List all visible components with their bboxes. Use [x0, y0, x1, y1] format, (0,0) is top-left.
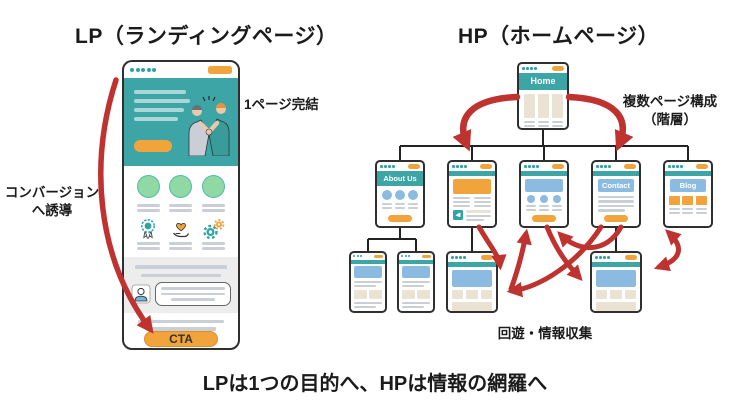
heart-hand-icon [172, 222, 190, 238]
hp-title: HP（ホームページ） [458, 25, 660, 48]
blog-lines [665, 205, 711, 214]
browser-pill [208, 66, 232, 74]
multi-page-label: 複数ページ構成 （階層） [622, 94, 718, 128]
about-circles [377, 186, 423, 200]
browser-dots-icon [130, 68, 156, 72]
browser-dots-icon [522, 67, 537, 70]
about-button [388, 215, 412, 222]
feature-circles [124, 166, 238, 202]
megaphone-icon [453, 209, 463, 220]
browse-label: 回遊・情報収集 [497, 326, 593, 341]
browse-arrow [544, 224, 583, 282]
hero-cta-pill [134, 140, 172, 152]
browse-arrow [653, 229, 682, 272]
bottom-caption: LPは1つの目的へ、HPは情報の網羅へ [202, 373, 548, 395]
page-card-blog: Blog [663, 160, 713, 228]
center-circles [521, 192, 567, 203]
home-lines [519, 118, 567, 129]
testimonial-section [124, 257, 238, 313]
subpage-card [446, 251, 498, 313]
one-page-label: 1ページ完結 [244, 97, 319, 112]
page-card-home: Home [517, 62, 569, 130]
handshake-illustration [188, 96, 230, 156]
center-button [532, 215, 556, 222]
page-title-contact: Contact [598, 178, 634, 192]
service-lines [449, 194, 495, 207]
badge-icon [141, 219, 156, 239]
contact-button [604, 215, 628, 222]
feature-lines [124, 202, 238, 212]
home-left-arrow [452, 93, 521, 152]
browse-arrow [557, 224, 624, 250]
page-card-contact: Contact [591, 160, 641, 228]
center-lines [521, 203, 567, 211]
cta-button[interactable]: CTA [144, 330, 218, 347]
icon-lines [124, 240, 238, 250]
center-hero-block [525, 178, 563, 192]
service-note-lines [466, 209, 491, 221]
page-title-blog: Blog [670, 178, 706, 192]
page-card-center [519, 160, 569, 228]
page-card-service [447, 160, 497, 228]
browser-top-bar [124, 62, 238, 78]
conversion-label: コンバージョン へ誘導 [4, 185, 100, 219]
subpage-card [349, 251, 387, 313]
contact-form-lines [593, 192, 639, 212]
subpage-card [590, 251, 642, 313]
gears-icon [202, 219, 224, 240]
lp-phone-mockup: CTA [122, 60, 240, 350]
browse-arrow [508, 228, 532, 292]
lp-hero-section [124, 78, 238, 166]
blog-thumbnails [665, 192, 711, 205]
subpage-card [397, 251, 435, 313]
lp-title: LP（ランディングページ） [75, 25, 338, 48]
home-columns [519, 90, 567, 118]
closing-lines [124, 313, 238, 331]
avatar-icon [131, 284, 151, 304]
service-hero-block [453, 178, 491, 194]
page-card-about: About Us [375, 160, 425, 228]
page-title-home: Home [519, 72, 567, 90]
page-title-about: About Us [377, 170, 423, 186]
browse-arrow [506, 224, 604, 298]
speech-bubble [155, 282, 231, 306]
about-lines [377, 200, 423, 209]
